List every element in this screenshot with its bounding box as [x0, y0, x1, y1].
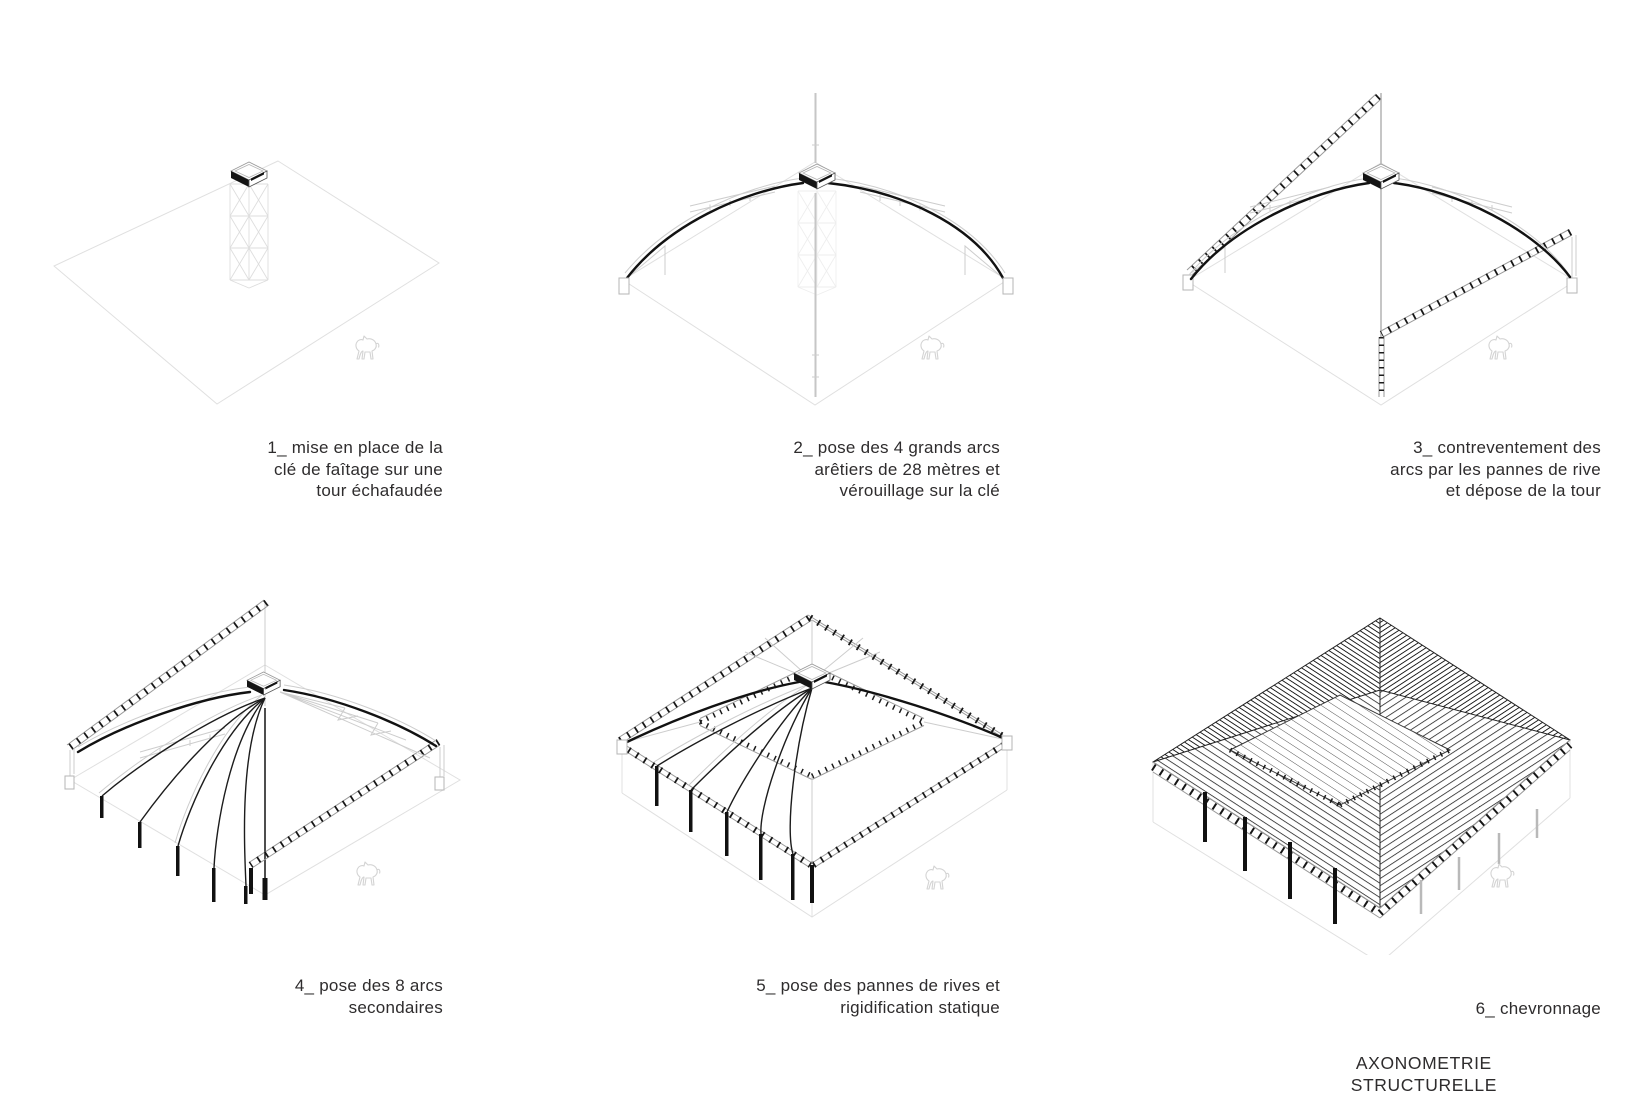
- horse-scale-icon: [1488, 335, 1513, 360]
- phase-2-caption: 2_ pose des 4 grands arcs arêtiers de 28…: [793, 438, 1000, 500]
- phase-4-caption: 4_ pose des 8 arcs secondaires: [294, 976, 443, 1017]
- sheet-title: AXONOMETRIE STRUCTURELLE: [1350, 1053, 1497, 1095]
- phase-1-caption: 1_ mise en place de la clé de faîtage su…: [267, 438, 443, 500]
- figure-phase-4-secondary-arches: [64, 599, 461, 904]
- horse-scale-icon: [925, 865, 950, 890]
- ridge-key-icon: [798, 163, 836, 190]
- scaffold-tower: [229, 183, 269, 289]
- phase-3-caption: 3_ contreventement des arcs par les pann…: [1390, 438, 1601, 500]
- horse-scale-icon: [355, 335, 380, 360]
- figure-phase-5-perimeter-purlins: [616, 614, 1013, 918]
- phase-6-caption: 6_ chevronnage: [1475, 999, 1601, 1018]
- horse-scale-icon: [920, 335, 945, 360]
- ridge-key-icon: [246, 671, 281, 696]
- horse-scale-icon: [1490, 863, 1515, 888]
- ridge-key-icon: [1362, 163, 1400, 190]
- figure-phase-1-scaffold-tower: [53, 160, 440, 405]
- ridge-key-icon: [793, 663, 831, 690]
- phase-5-caption: 5_ pose des pannes de rives et rigidific…: [756, 976, 1000, 1017]
- ridge-key-icon: [230, 161, 268, 188]
- figure-phase-6-rafters: [1151, 617, 1573, 955]
- horse-scale-icon: [356, 861, 381, 886]
- figure-phase-3-edge-purlins: [1182, 93, 1578, 406]
- figure-phase-2-main-arches: [618, 93, 1014, 406]
